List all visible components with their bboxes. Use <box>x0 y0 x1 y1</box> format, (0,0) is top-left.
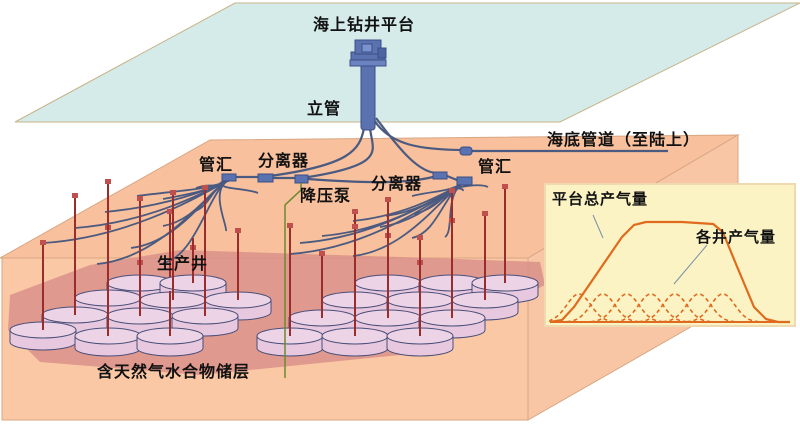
well-production-line <box>549 293 623 323</box>
arrow-wells <box>673 244 708 285</box>
pipe-network <box>42 117 668 265</box>
wellhead <box>352 209 358 214</box>
inset-background <box>544 183 796 327</box>
label-reservoir: 含天然气水合物储层 <box>97 362 251 381</box>
label-production-wells: 生产井 <box>157 254 209 273</box>
well-production-line <box>655 293 743 323</box>
arrow-total <box>592 214 604 239</box>
well-production-line <box>631 293 719 323</box>
wellhead <box>105 179 111 184</box>
wellhead <box>502 184 508 189</box>
hydrate-disk <box>204 255 272 321</box>
pipe <box>446 174 458 182</box>
wellhead <box>202 185 208 190</box>
pump-line <box>284 183 302 378</box>
sea-surface-plane <box>14 2 800 123</box>
wellhead <box>170 190 176 195</box>
manifold-right <box>456 176 473 186</box>
label-manifold-left: 管汇 <box>199 155 234 174</box>
pipeline-valve <box>459 146 473 156</box>
hydrate-disk <box>386 291 454 357</box>
wellhead <box>235 228 241 233</box>
wellhead <box>319 251 325 256</box>
wellhead <box>72 193 78 198</box>
well-production-line <box>607 293 695 323</box>
production-inset-chart <box>544 183 796 327</box>
label-manifold-right: 管汇 <box>478 157 513 176</box>
label-total-production: 平台总产气量 <box>552 190 649 208</box>
label-separator-right: 分离器 <box>371 174 423 193</box>
hydrate-disks <box>9 238 539 357</box>
wellhead <box>40 240 46 245</box>
separator-right <box>432 171 448 180</box>
pipe <box>301 127 374 180</box>
hydrate-disk <box>9 285 77 351</box>
well-production-line <box>679 293 767 323</box>
label-subsea-pipeline: 海底管道（至陆上） <box>547 130 701 149</box>
wellhead <box>287 223 293 228</box>
hydrate-disk <box>136 291 204 357</box>
wellhead <box>352 224 358 229</box>
label-riser: 立管 <box>307 99 342 118</box>
label-booster-pump: 降压泵 <box>300 186 352 205</box>
separator-left <box>257 173 274 183</box>
label-platform: 海上钻井平台 <box>313 15 416 34</box>
wellhead <box>417 235 423 240</box>
hydrate-disk <box>74 291 142 357</box>
label-well-production: 各井产气量 <box>696 228 777 246</box>
pipe <box>307 175 434 184</box>
pipe <box>373 119 467 152</box>
well-production-line <box>583 293 671 323</box>
wellhead <box>137 196 143 201</box>
flowline <box>444 182 465 238</box>
wellhead <box>449 188 455 193</box>
drilling-platform <box>349 39 387 131</box>
wellhead <box>167 209 173 214</box>
well-production-line <box>559 293 647 323</box>
wellhead <box>482 211 488 216</box>
manifold-left <box>221 173 237 182</box>
pipe <box>269 127 366 178</box>
label-separator-left: 分离器 <box>258 151 310 170</box>
flowline <box>352 182 465 257</box>
hydrate-disk <box>256 291 324 357</box>
wellhead <box>385 197 391 202</box>
